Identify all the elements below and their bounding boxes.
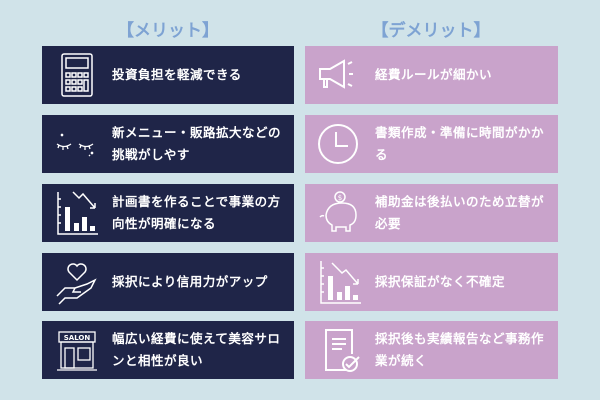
merit-text: 計画書を作ることで事業の方向性が明確になる (112, 194, 281, 231)
clock-icon (305, 115, 375, 173)
demerit-text: 採択保証がなく不確定 (375, 274, 506, 289)
merit-card: 採択により信用力がアップ (42, 253, 294, 311)
megaphone-icon (305, 46, 375, 104)
salon-storefront-icon: SALON (42, 321, 112, 379)
demerit-text: 採択後も実績報告など事務作業が続く (375, 331, 545, 368)
salon-sign: SALON (64, 334, 91, 342)
demerit-card: 採択保証がなく不確定 (305, 253, 558, 311)
bar-chart-icon (42, 184, 112, 242)
merit-card: 計画書を作ることで事業の方向性が明確になる (42, 184, 294, 242)
demerit-card: 経費ルールが細かい (305, 46, 558, 104)
merit-text: 投資負担を軽減できる (112, 67, 242, 82)
demerits-heading: 【デメリット】 (371, 21, 491, 41)
merit-card: 新メニュー・販路拡大などの挑戦がしやす (42, 115, 294, 173)
demerit-card: 書類作成・準備に時間がかかる (305, 115, 558, 173)
svg-text:$: $ (338, 194, 342, 202)
demerit-text: 経費ルールが細かい (375, 67, 493, 82)
calculator-icon (42, 46, 112, 104)
demerit-text: 補助金は後払いのため立替が必要 (375, 194, 545, 231)
merit-card: 投資負担を軽減できる (42, 46, 294, 104)
merits-heading: 【メリット】 (117, 21, 219, 41)
merit-text: 採択により信用力がアップ (112, 274, 268, 289)
document-check-icon (305, 321, 375, 379)
merit-card: SALON 幅広い経費に使えて美容サロンと相性が良い (42, 321, 294, 379)
merit-text: 新メニュー・販路拡大などの挑戦がしやす (112, 125, 282, 162)
demerit-text: 書類作成・準備に時間がかかる (375, 125, 545, 162)
declining-chart-icon (305, 253, 375, 311)
demerit-card: $ 補助金は後払いのため立替が必要 (305, 184, 558, 242)
heart-hand-icon (42, 253, 112, 311)
demerit-card: 採択後も実績報告など事務作業が続く (305, 321, 558, 379)
merit-text: 幅広い経費に使えて美容サロンと相性が良い (112, 331, 281, 368)
sparkling-eyes-icon (42, 115, 112, 173)
piggy-bank-icon: $ (305, 184, 375, 242)
